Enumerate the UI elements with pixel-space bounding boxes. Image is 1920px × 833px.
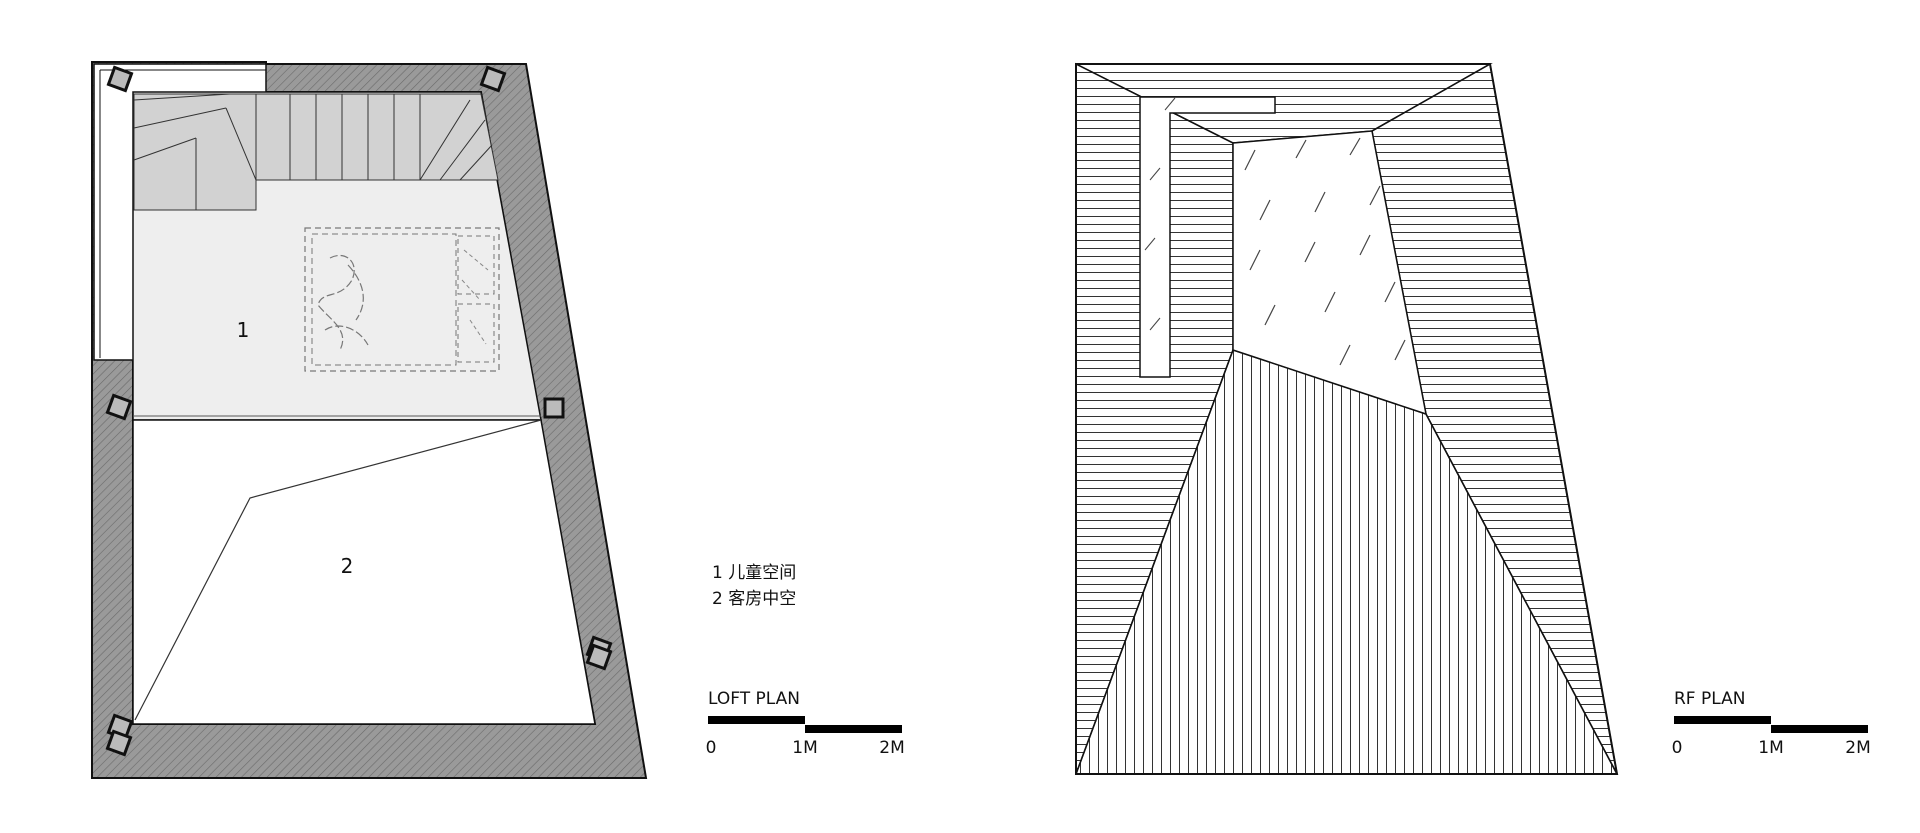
column-marker: [105, 393, 133, 421]
roof-scale-tick-1: 1M: [1758, 738, 1783, 758]
loft-columns: [105, 65, 613, 757]
roof-parapet: [1139, 96, 1276, 378]
roof-scale-bar: RF PLAN 0 1M 2M: [1672, 689, 1871, 758]
loft-scale-tick-0: 0: [706, 738, 717, 758]
parapet-hatch: [1144, 97, 1176, 331]
roof-skylight: [1232, 130, 1427, 416]
room-label-2: 2: [341, 554, 354, 578]
skylight-glass-hatch: [1244, 137, 1406, 366]
loft-stair: [133, 93, 499, 211]
column-marker: [106, 65, 134, 93]
column-marker: [543, 397, 565, 419]
loft-plan-title: LOFT PLAN: [708, 689, 800, 709]
roof-scale-tick-0: 0: [1672, 738, 1683, 758]
roof-scale-tick-2: 2M: [1845, 738, 1870, 758]
column-marker: [105, 729, 133, 757]
loft-void-outline: [134, 419, 542, 721]
column-marker: [479, 65, 507, 93]
column-marker: [585, 643, 613, 671]
loft-bed: [304, 227, 500, 372]
legend-item-1: 1 儿童空间: [712, 563, 796, 583]
loft-scale-tick-2: 2M: [879, 738, 904, 758]
roof-plan-title: RF PLAN: [1674, 689, 1745, 709]
loft-plan: 1 2 1 儿童空间 2 客房中空 LOFT PLAN 0 1M 2M: [91, 61, 905, 779]
roof-plan: RF PLAN 0 1M 2M: [1074, 62, 1871, 775]
loft-scale-bar: LOFT PLAN 0 1M 2M: [706, 689, 905, 758]
room-label-1: 1: [237, 318, 250, 342]
loft-scale-tick-1: 1M: [792, 738, 817, 758]
legend-item-2: 2 客房中空: [712, 589, 796, 609]
loft-void-area: [132, 419, 596, 725]
